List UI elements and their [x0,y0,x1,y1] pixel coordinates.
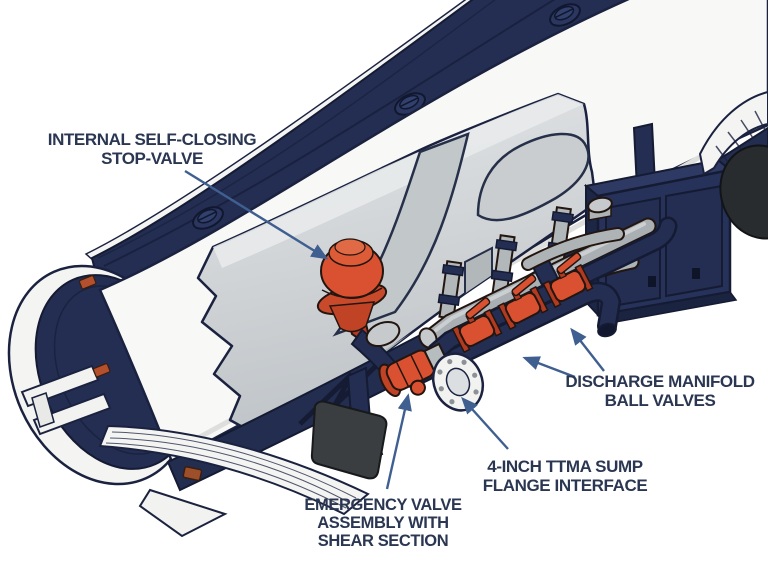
arrow-discharge-1 [522,356,576,379]
front-bumper [20,364,112,436]
rear-fender [698,90,768,176]
arrow-sump [461,396,509,450]
ball-valve [542,252,594,309]
cabinet-top-cap [587,196,613,214]
label-line: STOP-VALVE [101,149,203,168]
label-stop-valve: INTERNAL SELF-CLOSING STOP-VALVE [48,130,257,168]
label-discharge-manifold: DISCHARGE MANIFOLD BALL VALVES [565,372,755,410]
label-line: SHEAR SECTION [317,532,449,550]
emergency-valve-part [350,320,451,397]
tire [719,144,768,240]
rear-wheel [698,90,768,240]
front-fender [98,424,370,538]
nose-fitting [78,275,97,290]
baffle [476,132,590,222]
fender-chock [182,466,203,482]
arrow-emergency [385,393,412,490]
ball-valve [451,297,503,354]
label-sump-flange: 4-INCH TTMA SUMP FLANGE INTERFACE [483,457,648,495]
label-line: 4-INCH TTMA SUMP [487,457,643,476]
door-handle [692,268,700,279]
arrow-stop-valve [184,169,329,260]
interior-upper-wall [213,94,584,268]
manhole-cover [549,3,581,27]
label-line: BALL VALVES [604,391,716,410]
arrow-discharge-2 [570,327,605,372]
label-line: INTERNAL SELF-CLOSING [47,130,257,149]
door-handle [648,276,656,287]
mud-flap [310,400,388,480]
manhole-cover [192,206,224,230]
stop-valve-part [316,238,388,351]
cabinet-door [665,184,723,298]
label-line: FLANGE INTERFACE [482,476,648,495]
ball-valve [497,274,549,331]
label-emergency-valve: EMERGENCY VALVE ASSEMBLY WITH SHEAR SECT… [304,496,462,550]
label-line: EMERGENCY VALVE [304,496,462,514]
rail-fitting [92,363,111,378]
discharge-manifold-part [402,216,678,388]
label-line: DISCHARGE MANIFOLD [565,372,755,391]
label-line: ASSEMBLY WITH [317,514,449,532]
